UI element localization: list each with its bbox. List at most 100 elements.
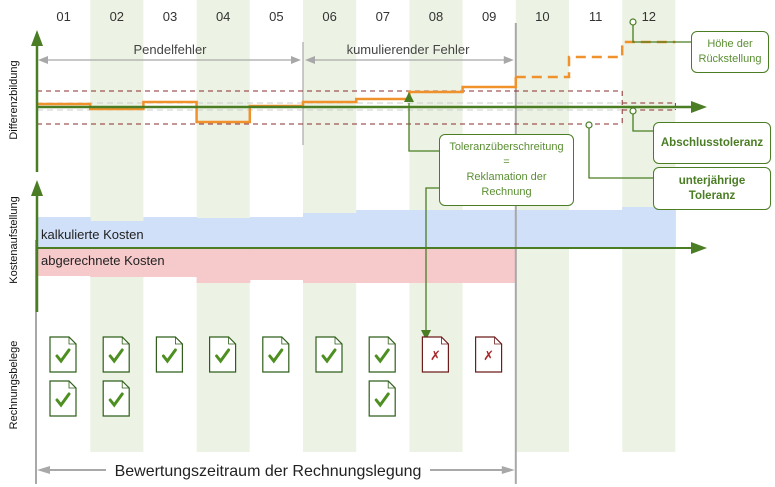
month-label-02: 02 [110,9,124,24]
document-fold [334,337,342,345]
month-label-03: 03 [163,9,177,24]
receipt-arrow-head [421,330,431,340]
pendulum-arrow-head-left [38,56,48,64]
document-shape [155,336,183,373]
receipt-approved-icon [368,336,396,373]
callout-line-2: = [503,156,510,168]
connector-provision [632,22,691,43]
month-label-04: 04 [216,9,230,24]
month-label-01: 01 [56,9,70,24]
calculated-cost-segment [515,210,570,248]
calculated-cost-segment [37,217,91,248]
month-label-06: 06 [322,9,336,24]
calculated-cost-segment [356,210,410,248]
month-label-09: 09 [482,9,496,24]
document-fold [228,337,236,345]
receipt-approved-icon [49,336,77,373]
billed-cost-segment [37,248,91,276]
callout-intra-year-tolerance: unterjährige Toleranz [653,167,771,210]
month-label-12: 12 [642,9,656,24]
billed-cost-segment [90,248,144,277]
connector-exceed-up [408,103,439,152]
marker-provision [629,18,637,26]
callout-tolerance-exceeded: Toleranzüberschreitung = Reklamation der… [439,134,574,206]
billed-cost-segment [462,248,517,283]
document-fold [68,381,76,389]
calculated-costs-label: kalkulierte Kosten [41,227,144,242]
section-label-difference: Differenzbildung [8,60,20,139]
receipt-approved-icon [209,336,237,373]
document-fold [121,381,130,389]
pendulum-arrow-head-right [291,56,301,64]
cumulative-arrow-head-right [503,56,514,64]
difference-y-axis-head [31,30,43,46]
period-arrow-head-right [501,466,515,474]
document-shape [49,380,77,417]
document-shape [475,336,503,373]
document-fold [387,381,396,389]
month-label-07: 07 [376,9,390,24]
difference-chart [31,18,707,340]
check-icon [268,348,284,364]
receipt-approved-icon [102,336,130,373]
billed-cost-segment [143,248,198,277]
calculated-cost-segment [303,213,357,248]
cost-bands [37,207,676,283]
receipt-approved-icon [262,336,290,373]
receipt-approved-icon [155,336,183,373]
marker-intra-year-tolerance [585,121,593,129]
cost-x-axis-head [691,242,707,254]
callout-closing-tolerance-text: Abschlusstoleranz [660,136,764,149]
document-shape [102,380,130,417]
marker-closing-tolerance [629,107,637,115]
callout-provision: Höhe der Rückstellung [691,31,769,73]
document-shape [102,336,130,373]
connector-intra-year-tolerance [588,125,653,179]
calculated-cost-segment [622,207,676,248]
pendulum-error-label: Pendelfehler [134,42,208,57]
check-icon [161,348,177,364]
billed-cost-segment [303,248,357,283]
document-fold [494,337,502,345]
callout-provision-text: Höhe der Rückstellung [698,38,762,65]
check-icon [108,392,124,408]
document-fold [387,337,396,345]
billed-cost-segment [356,248,410,283]
connector-exceed-down [425,187,439,332]
document-shape [421,336,449,373]
cumulative-arrow-head-left [305,56,315,64]
cross-icon: ✗ [430,349,441,364]
calculated-cost-segment [409,210,464,248]
receipt-approved-icon [368,380,396,417]
month-label-05: 05 [269,9,283,24]
difference-x-axis-head [691,101,707,113]
check-icon [374,392,390,408]
connector-closing-tolerance [632,111,653,132]
month-label-10: 10 [535,9,549,24]
receipt-approved-icon [49,380,77,417]
document-fold [121,337,130,345]
receipt-rejected-icon: ✗ [475,336,503,373]
document-shape [368,336,396,373]
document-shape [262,336,290,373]
document-fold [281,337,289,345]
callout-line-3: Reklamation der [466,171,547,183]
month-label-08: 08 [429,9,443,24]
exceed-arrow-head [404,92,414,102]
receipt-rejected-icon: ✗ [421,336,449,373]
provision-line [515,40,676,79]
check-icon [55,348,71,364]
cumulative-error-label: kumulierender Fehler [347,42,471,57]
evaluation-period-label: Bewertungszeitraum der Rechnungslegung [115,463,422,480]
billed-cost-segment [196,248,251,283]
check-icon [55,392,71,408]
cost-y-axis-head [31,180,43,196]
document-fold [175,337,183,345]
check-icon [215,348,231,364]
callout-line-4: Rechnung [481,186,532,198]
document-shape [49,336,77,373]
callout-closing-tolerance: Abschlusstoleranz [653,122,771,164]
check-icon [374,348,390,364]
